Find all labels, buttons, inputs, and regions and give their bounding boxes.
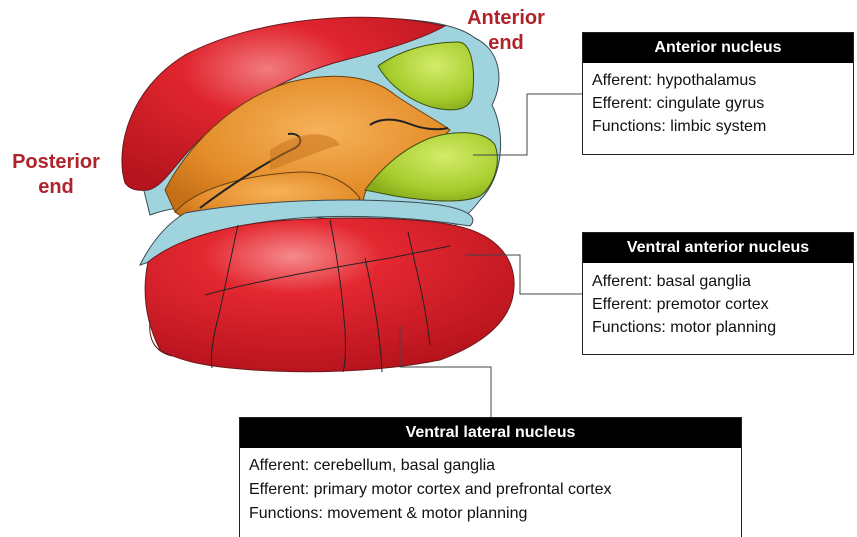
ventral-lateral-nucleus-efferent: Efferent: primary motor cortex and prefr… — [240, 478, 741, 502]
ventral-lateral-nucleus-functions: Functions: movement & motor planning — [240, 502, 741, 526]
ventral-anterior-nucleus-title: Ventral anterior nucleus — [583, 233, 853, 263]
ventral-lateral-nucleus-title: Ventral lateral nucleus — [240, 418, 741, 448]
anterior-nucleus-afferent: Afferent: hypothalamus — [583, 69, 853, 92]
ventral-anterior-nucleus-efferent: Efferent: premotor cortex — [583, 293, 853, 316]
anterior-end-label: Anterior end — [456, 6, 556, 56]
ventral-anterior-nucleus-functions: Functions: motor planning — [583, 316, 853, 339]
ventral-red-nuclei — [145, 218, 514, 372]
anterior-nucleus-functions: Functions: limbic system — [583, 115, 853, 138]
anterior-nucleus-title: Anterior nucleus — [583, 33, 853, 63]
posterior-end-label: Posterior end — [2, 150, 110, 200]
ventral-anterior-nucleus-afferent: Afferent: basal ganglia — [583, 270, 853, 293]
ventral-anterior-nucleus-box: Ventral anterior nucleus Afferent: basal… — [582, 232, 854, 355]
anterior-nucleus-efferent: Efferent: cingulate gyrus — [583, 92, 853, 115]
anterior-nucleus-box: Anterior nucleus Afferent: hypothalamus … — [582, 32, 854, 155]
ventral-lateral-nucleus-afferent: Afferent: cerebellum, basal ganglia — [240, 454, 741, 478]
ventral-lateral-nucleus-box: Ventral lateral nucleus Afferent: cerebe… — [239, 417, 742, 537]
